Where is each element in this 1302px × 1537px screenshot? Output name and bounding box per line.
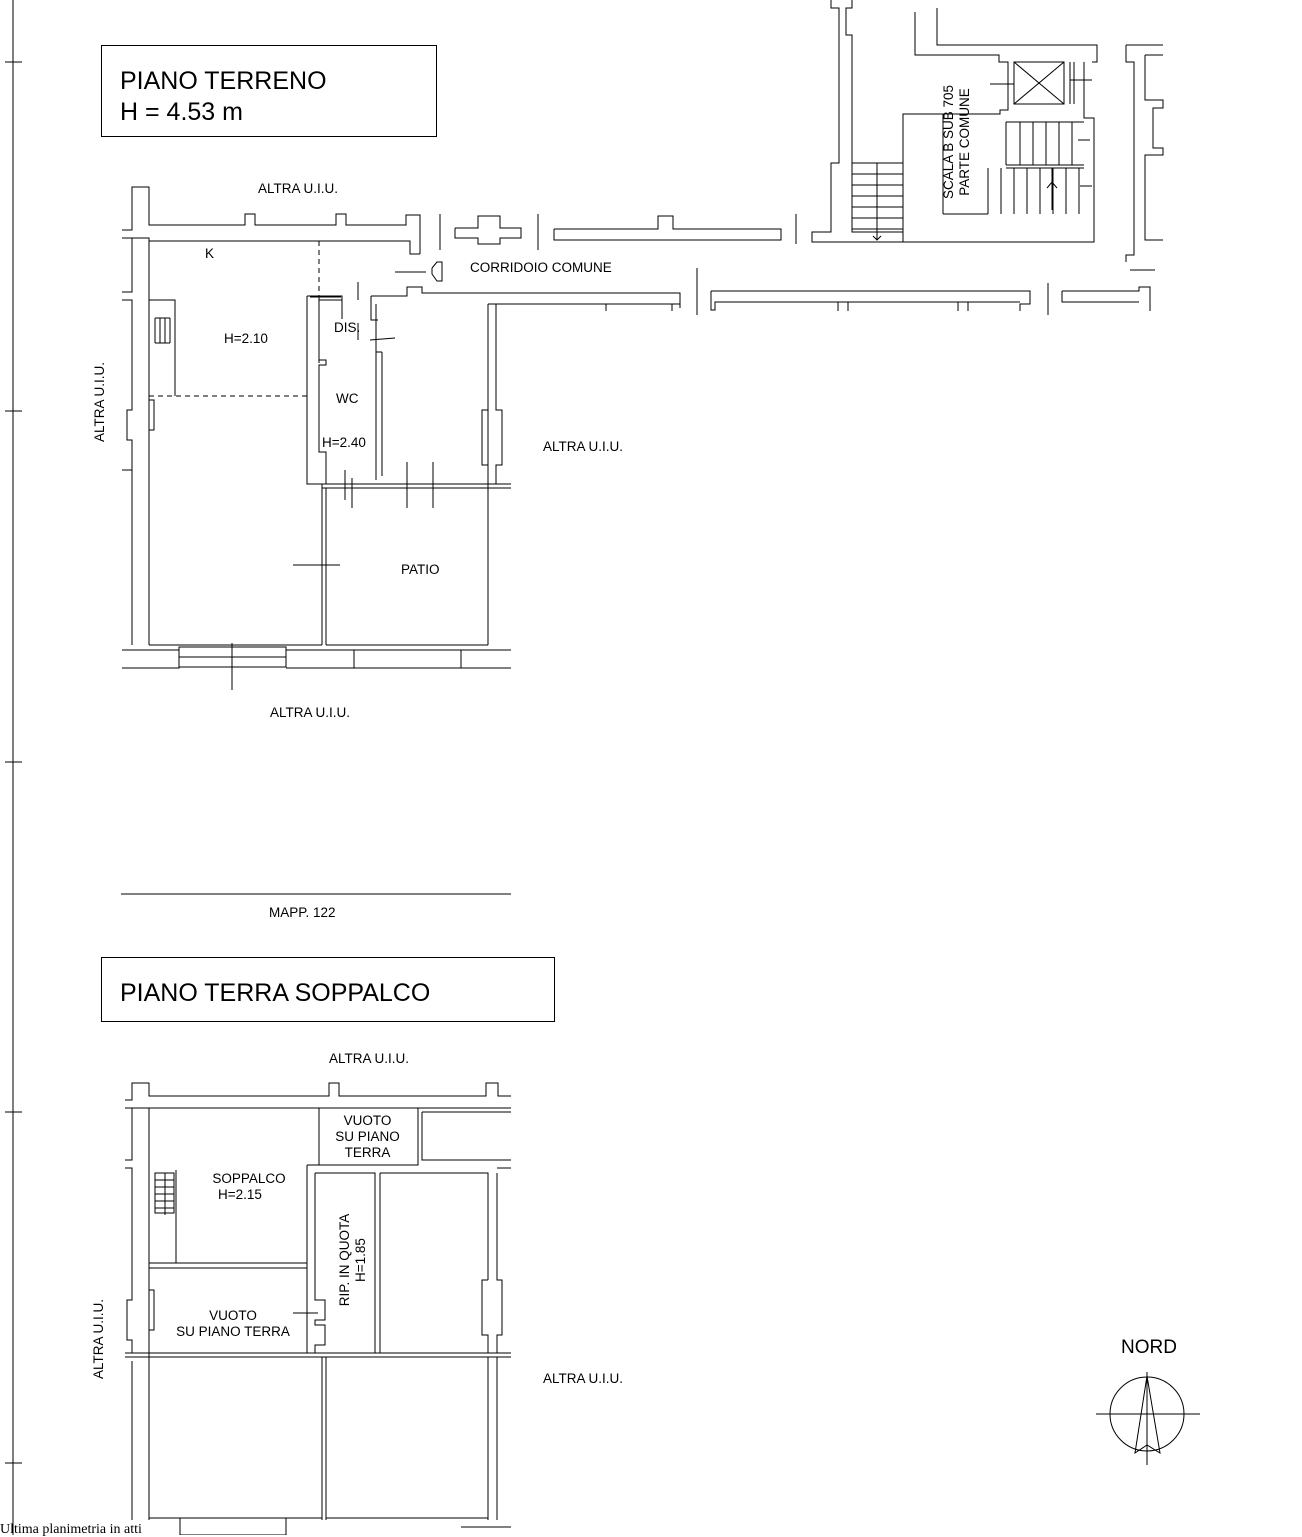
- mezz-right-neighbor-label: ALTRA U.I.U.: [543, 1371, 624, 1386]
- void-main-label: VUOTO SU PIANO TERRA: [168, 1308, 298, 1340]
- storage-label: RIP. IN QUOTA H=1.85: [337, 1200, 369, 1320]
- void-main-line2: SU PIANO TERRA: [176, 1324, 290, 1339]
- mezz-top-neighbor-label: ALTRA U.I.U.: [329, 1051, 410, 1066]
- parcel-label: MAPP. 122: [269, 905, 336, 920]
- loft-height: H=2.15: [218, 1187, 262, 1202]
- ground-floor-title-name: PIANO TERRENO: [120, 67, 327, 95]
- ground-floor-walls: [121, 0, 1163, 894]
- patio-label: PATIO: [401, 562, 440, 577]
- north-label: NORD: [1121, 1337, 1177, 1358]
- stair-label-line1: SCALA B SUB 705: [941, 84, 956, 200]
- ground-floor-title-height: H = 4.53 m: [120, 98, 243, 126]
- mezzanine-stair: [155, 1173, 174, 1215]
- ground-left-neighbor-label: ALTRA U.I.U.: [92, 361, 107, 442]
- ground-floor-title: PIANO TERRENO H = 4.53 m: [101, 45, 437, 137]
- void-top-label: VUOTO SU PIANO TERRA: [325, 1113, 410, 1161]
- bathroom-label: WC: [336, 391, 359, 406]
- mezzanine-title-name: PIANO TERRA SOPPALCO: [120, 979, 431, 1007]
- ground-stair-left: [852, 163, 903, 240]
- mezz-left-neighbor-label: ALTRA U.I.U.: [91, 1298, 106, 1379]
- ground-stair-treads: [988, 122, 1092, 214]
- ground-right-neighbor-label: ALTRA U.I.U.: [543, 439, 624, 454]
- storage-line1: RIP. IN QUOTA: [337, 1213, 352, 1307]
- storage-line2: H=1.85: [353, 1238, 368, 1282]
- void-top-line2: SU PIANO: [335, 1129, 400, 1144]
- stair-label-line2: PARTE COMUNE: [957, 88, 972, 196]
- void-main-line1: VUOTO: [209, 1308, 257, 1323]
- mezzanine-walls: [125, 1083, 511, 1535]
- kitchen-height-label: H=2.10: [224, 331, 268, 346]
- bathroom-height-label: H=2.40: [322, 435, 366, 450]
- ground-top-neighbor-label: ALTRA U.I.U.: [258, 181, 339, 196]
- kitchen-label: K: [205, 246, 215, 261]
- loft-name: SOPPALCO: [212, 1171, 286, 1186]
- mezzanine-title: PIANO TERRA SOPPALCO: [101, 957, 555, 1022]
- void-top-line3: TERRA: [344, 1145, 391, 1160]
- north-arrow-icon: [1096, 1372, 1200, 1465]
- ground-bottom-neighbor-label: ALTRA U.I.U.: [270, 705, 351, 720]
- margin-rule: [5, 0, 22, 1535]
- footer-cut-text: Ultima planimetria in atti: [0, 1522, 142, 1537]
- stair-label: SCALA B SUB 705 PARTE COMUNE: [941, 82, 973, 202]
- hallway-label: DIS.: [334, 320, 361, 335]
- corridor-label: CORRIDOIO COMUNE: [470, 260, 612, 275]
- loft-label: SOPPALCO H=2.15: [200, 1171, 298, 1203]
- void-top-line1: VUOTO: [343, 1113, 392, 1128]
- kitchen-stair: [149, 300, 175, 396]
